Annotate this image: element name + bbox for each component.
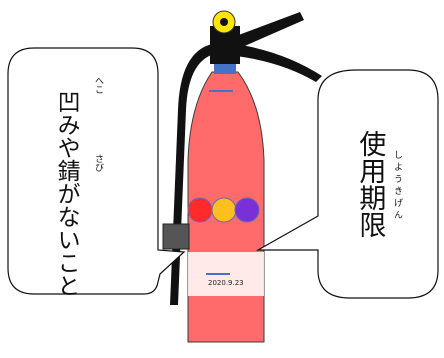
inspection-dot-yellow (211, 197, 237, 223)
left-speech-bubble (7, 47, 186, 295)
ruby-sabi: さび (93, 154, 103, 172)
inspection-dot-purple (234, 197, 260, 223)
right-speech-bubble (255, 69, 439, 299)
ruby-shiyoukigen: しようきげん (392, 150, 402, 222)
extinguisher-neck (214, 63, 236, 74)
expiry-date-label: 2020.9.23 (208, 279, 244, 287)
hose (170, 44, 214, 305)
upper-lever (236, 12, 304, 48)
date-label-bar (206, 273, 230, 275)
hose-clip (162, 223, 190, 250)
neck-line (209, 90, 233, 92)
inspection-dot-red (187, 197, 213, 223)
ruby-hekomi: へこ (93, 76, 103, 94)
right-bubble-text: 使用期限 (354, 130, 386, 238)
inspection-dots (187, 197, 260, 223)
left-bubble-text: 凹みや錆がないこと (53, 90, 80, 297)
pressure-gauge-dot (220, 18, 228, 26)
lower-lever (236, 44, 322, 82)
